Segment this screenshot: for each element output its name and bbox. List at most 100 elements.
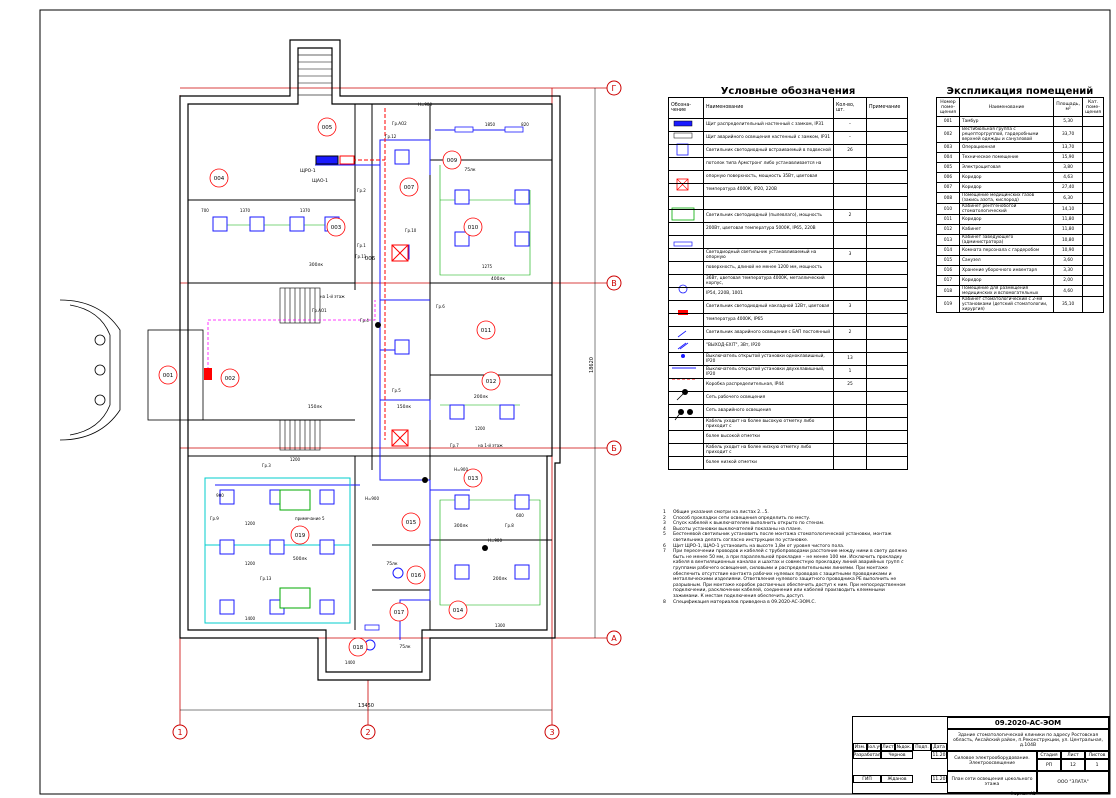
room-area-cell: 3,80: [1053, 162, 1084, 173]
legend-qty-cell: [833, 430, 867, 444]
legend-qty-cell: 26: [833, 144, 867, 158]
axis-label-2: 2: [365, 728, 370, 737]
stamp-code: 09.2020-АС-ЭОМ: [947, 717, 1109, 729]
room-area-cell: 14,10: [1053, 203, 1084, 215]
dim-2: 1370: [240, 208, 251, 213]
legend-symbol-cell: [668, 170, 704, 184]
note-number: 4: [663, 526, 666, 532]
stamp-section: Силовое электрооборудование. Электроосве…: [947, 751, 1037, 771]
legend-row: Щит распределительный настенный с замком…: [668, 118, 908, 132]
stamp-hdr-izm: Изм.: [853, 743, 867, 751]
luminaires-square: [212, 149, 530, 615]
legend-note-cell: [866, 144, 908, 158]
legend-row: опорную поверхность, мощность 35Вт, цвет…: [668, 170, 908, 184]
legend-symbol-cell: [668, 248, 704, 262]
group-label-11: Гр.11: [355, 254, 367, 259]
room-006: 006: [365, 256, 376, 262]
illum-012: 200лк: [474, 394, 488, 400]
legend-note-cell: [866, 365, 908, 379]
note-text: Спецификация материалов приведена в 09.2…: [673, 599, 816, 605]
legend-qty-cell: 2: [833, 326, 867, 340]
room-area-cell: 15,90: [1053, 152, 1084, 163]
dim-9: 1200: [245, 521, 256, 526]
legend-row: Светильник аварийного освещения с БАП по…: [668, 326, 908, 340]
dim-7: 1200: [475, 426, 486, 431]
dim-14: 1200: [245, 561, 256, 566]
legend-symbol-cell: [668, 157, 704, 171]
legend-row: более высокой отметки: [668, 430, 908, 444]
dim-12: 600: [516, 513, 524, 518]
panel-label-2: ЩАО-1: [312, 178, 328, 184]
dim-10: 1300: [495, 623, 506, 628]
room-area-cell: 4,63: [1053, 172, 1084, 183]
room-cat-cell: [1082, 255, 1104, 266]
room-name-cell: Кабинет рентгенобогой стоматологический: [958, 203, 1055, 215]
note-text: Общие указания смотри на листах 2...5.: [673, 510, 769, 515]
room-cat-cell: [1082, 182, 1104, 193]
legend-row: Кабель уходит на более низкую отметку ли…: [668, 443, 908, 457]
legend-symbol-cell: [668, 196, 704, 210]
room-013: 013: [468, 476, 479, 482]
room-016: 016: [411, 573, 422, 579]
room-cat-cell: [1082, 126, 1104, 143]
room-area-cell: 2,00: [1053, 275, 1084, 286]
note-number: 5: [663, 532, 666, 538]
group-label-13: Гр.13: [260, 576, 272, 581]
legend-name-cell: Щит аварийного освещения настенный с зам…: [703, 131, 834, 145]
group-label-6: Гр.6: [436, 304, 445, 309]
emergency-luminaire: [204, 368, 212, 380]
legend-note-cell: [866, 209, 908, 223]
switch-height-1: H=900: [418, 102, 432, 107]
illum-007: 150лк: [397, 404, 411, 410]
illum-010: 400лк: [491, 276, 505, 282]
dimension-lines: [180, 88, 596, 711]
legend-row: [668, 196, 908, 210]
room-name-cell: Коридор: [958, 182, 1055, 193]
legend-name-cell: потолок типа Армстронг либо устанавливае…: [703, 157, 834, 171]
legend-name-cell: поверхность, длиной не менее 1200 мм, мо…: [703, 261, 834, 275]
legend-name-cell: более низкой отметки: [703, 456, 834, 470]
legend-qty-cell: [833, 287, 867, 301]
illum-013: 300лк: [454, 523, 468, 529]
room-cat-cell: [1082, 192, 1104, 204]
legend-symbol-cell: [668, 417, 704, 431]
legend-qty-cell: [833, 313, 867, 327]
stamp-sheet-title: План сети освещения цокольного этажа: [947, 771, 1037, 793]
room-area-cell: 11,80: [1053, 214, 1084, 225]
legend-name-cell: 200Вт, цветовая температура 5000К, IP65,…: [703, 222, 834, 236]
legend-symbol-cell: [668, 365, 704, 379]
legend-row: Выключатель открытой установки одноклави…: [668, 352, 908, 366]
room-name-cell: Коридор: [958, 214, 1055, 225]
legend-qty-cell: [833, 274, 867, 288]
stamp-company: ООО "ЗЛАТА": [1037, 771, 1109, 793]
legend-qty-cell: [833, 443, 867, 457]
legend-row: Светильник светодиодный накладной 12Вт, …: [668, 300, 908, 314]
entrance-porch: [59, 299, 204, 441]
legend-row: поверхность, длиной не менее 1200 мм, мо…: [668, 261, 908, 275]
legend-note-cell: [866, 326, 908, 340]
group-label-8: Гр.8: [505, 523, 514, 528]
legend-qty-cell: [833, 157, 867, 171]
legend-symbol-cell: [668, 131, 704, 145]
stamp-hdr-doc: №док.: [895, 743, 913, 751]
room-name-cell: Коридор: [958, 172, 1055, 183]
room-num-cell: 006: [936, 172, 960, 183]
legend-row: температура 4000К, IP65: [668, 313, 908, 327]
group-label-10: Гр.10: [405, 228, 417, 233]
legend-name-cell: 36Вт, цветовая температура 4000К, металл…: [703, 274, 834, 288]
legend-qty-cell: [833, 235, 867, 249]
room-num-cell: 010: [936, 203, 960, 215]
group-label-4: Гр.4: [360, 318, 369, 323]
room-name-cell: Коридор: [958, 275, 1055, 286]
legend-symbol-cell: [668, 430, 704, 444]
legend-name-cell: опорную поверхность, мощность 35Вт, цвет…: [703, 170, 834, 184]
